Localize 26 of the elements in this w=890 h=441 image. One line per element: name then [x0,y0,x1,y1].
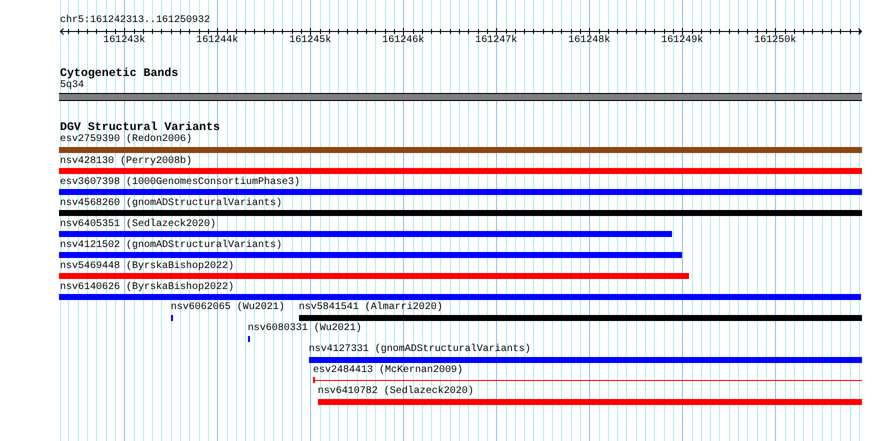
feature-label: nsv4127331 (gnomADStructuralVariants) [308,344,531,356]
feature-label: nsv6405351 (Sedlazeck2020) [60,218,216,230]
tick-label: 161246k [382,35,424,47]
feature-label: esv2759390 (Redon2006) [60,134,192,146]
feature-label: nsv4121502 (gnomADStructuralVariants) [60,240,282,252]
feature-label: nsv6062065 (Wu2021) [170,302,285,314]
tick-label: 161245k [289,35,332,47]
feature-label: nsv5841541 (Almarri2020) [298,302,443,314]
tick-label: 161249k [661,35,704,47]
tick-label: 161247k [475,35,518,47]
band-label: 5q34 [60,80,84,92]
track-heading: DGV Structural Variants [60,120,220,134]
location-label: chr5:161242313..161250932 [60,15,210,27]
feature-label: nsv6410782 (Sedlazeck2020) [318,386,474,398]
feature-label: nsv6140626 (ByrskaBishop2022) [60,282,234,294]
feature-label: esv3607398 (1000GenomesConsortiumPhase3) [60,176,300,188]
feature-label: nsv5469448 (ByrskaBishop2022) [60,260,234,272]
feature-label: nsv4568260 (gnomADStructuralVariants) [60,198,282,210]
tick-label: 161243k [103,35,146,47]
tick-label: 161244k [196,35,238,47]
feature-label: nsv428130 (Perry2008b) [60,156,192,168]
feature-label: esv2484413 (McKernan2009) [313,365,464,377]
feature-label: nsv6080331 (Wu2021) [248,323,362,336]
track-heading: Cytogenetic Bands [60,67,178,80]
tick-label: 161250k [754,35,796,47]
tick-label: 161248k [568,35,610,47]
